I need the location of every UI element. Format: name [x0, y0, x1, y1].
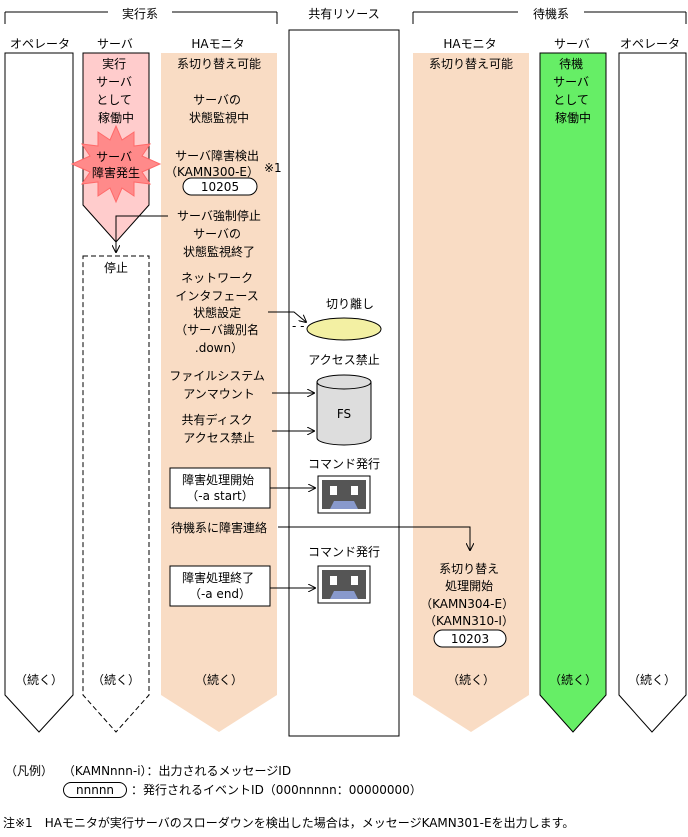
failover-sequence-diagram: 実行系 共有リソース 待機系 オペレータ サーバ HAモニタ HAモニタ サーバ…	[4, 6, 687, 737]
continued-operator-left: （続く）	[15, 673, 63, 687]
footnote: 注※1 HAモニタが実行サーバのスローダウンを検出した場合は，メッセージKAMN…	[3, 816, 575, 830]
notify-standby-label: 待機系に障害連絡	[171, 520, 267, 535]
command-start-box	[169, 467, 271, 509]
access-ban-label: アクセス禁止	[308, 353, 379, 367]
continued-hamonitor-left: （続く）	[195, 673, 243, 687]
active-server-running-label: 実行 サーバ として 稼働中	[96, 56, 136, 125]
command-end-label: 障害処理終了 （-a end）	[182, 570, 258, 601]
legend-event-desc: ：発行されるイベントID（000nnnnn：00000000）	[131, 783, 422, 797]
column-hamonitor-left: HAモニタ	[191, 37, 244, 51]
footnote-marker: ※1	[264, 161, 282, 175]
filesystem-label: FS	[337, 407, 351, 421]
unmount-label: ファイルシステム アンマウント	[169, 369, 268, 401]
column-operator-left: オペレータ	[10, 37, 70, 51]
column-server-left: サーバ	[97, 37, 133, 51]
server-fault-burst-icon	[70, 124, 162, 204]
lane-hamonitor-active	[161, 53, 277, 732]
legend-event-row: nnnnn：発行されるイベントID（000nnnnn：00000000）	[63, 781, 422, 798]
event-id-10203: 10203	[451, 632, 489, 646]
lane-standby-server	[539, 52, 607, 733]
header-active-system: 実行系	[122, 6, 158, 21]
switchable-label-right: 系切り替え可能	[429, 57, 513, 71]
switchable-label-left: 系切り替え可能	[177, 57, 261, 71]
server-fault-label: サーバ 障害発生	[92, 150, 140, 180]
event-id-10205: 10205	[201, 180, 239, 194]
detach-label: 切り離し	[326, 297, 374, 311]
column-server-right: サーバ	[554, 37, 590, 51]
network-arrow	[268, 311, 306, 322]
legend-title: （凡例）	[5, 764, 54, 778]
header-standby-system: 待機系	[533, 6, 569, 21]
continued-server-left: （続く）	[92, 673, 140, 687]
lane-active-server-stopped	[82, 255, 150, 733]
broken-link-icon: - -	[292, 319, 304, 333]
event-id-pill-10203	[433, 629, 507, 648]
standby-server-running-label: 待機 サーバ として 稼働中	[553, 56, 593, 125]
switch-start-label: 系切り替え 処理開始 （KAMN304-E） （KAMN310-I）	[420, 562, 518, 628]
network-interface-ellipse-icon	[306, 317, 382, 341]
lane-operator-left	[4, 52, 74, 733]
column-operator-right: オペレータ	[620, 37, 680, 51]
continued-operator-right: （続く）	[628, 673, 676, 687]
server-stopped-label: 停止	[104, 260, 128, 275]
lane-operator-right	[618, 52, 687, 733]
legend-event-pill: nnnnn	[63, 782, 128, 798]
disk-access-ban-label: 共有ディスク アクセス禁止	[182, 412, 257, 445]
continued-server-right: （続く）	[549, 673, 597, 687]
event-id-pill-10205	[182, 177, 258, 196]
command-start-label: 障害処理開始 （-a start）	[182, 472, 258, 503]
fault-detect-label: サーバ障害検出 （KAMN300-E）	[165, 148, 263, 179]
network-interface-setting-label: ネットワーク インタフェース 状態設定 （サーバ識別名 .down）	[175, 271, 263, 355]
forced-stop-label: サーバ強制停止	[177, 208, 261, 223]
monitoring-label: サーバの 状態監視中	[189, 93, 249, 125]
notify-standby-arrow	[278, 526, 470, 550]
legend-message-row: （凡例） （KAMNnnn-i）：出力されるメッセージID	[5, 762, 291, 779]
lane-hamonitor-standby	[413, 53, 529, 732]
forced-stop-arrow	[116, 215, 168, 252]
legend-message-desc: ：出力されるメッセージID	[146, 764, 292, 778]
legend-message-sample: （KAMNnnn-i）	[62, 764, 147, 778]
terminal-icon-2	[317, 565, 371, 604]
monitor-end-label: サーバの 状態監視終了	[183, 227, 255, 259]
command-issue-label-1: コマンド発行	[308, 457, 380, 471]
command-end-box	[169, 565, 271, 607]
command-issue-label-2: コマンド発行	[308, 545, 380, 559]
terminal-icon-1	[317, 475, 371, 514]
continued-hamonitor-right: （続く）	[447, 673, 495, 687]
filesystem-cylinder-icon	[316, 374, 372, 446]
column-hamonitor-right: HAモニタ	[443, 37, 496, 51]
header-shared-resources: 共有リソース	[308, 7, 379, 21]
